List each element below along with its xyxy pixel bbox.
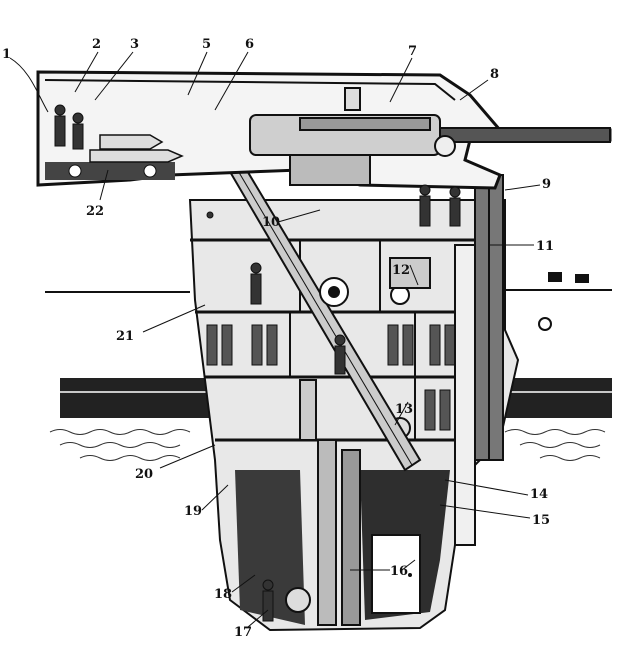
callout-22: 22 [86,204,104,219]
callout-6: 6 [245,37,254,52]
callout-21: 21 [116,329,134,344]
callout-15: 15 [532,513,550,528]
callout-3: 3 [130,37,139,52]
ship-hull [45,272,612,418]
barbette [188,199,520,632]
leader-lines [9,51,541,628]
water-surface [49,429,606,461]
callout-20: 20 [135,467,153,482]
crew-figures [54,104,461,622]
callout-1: 1 [2,47,11,62]
callout-16: 16 [390,564,408,579]
callout-9: 9 [542,177,551,192]
callout-12: 12 [392,263,410,278]
armored-column [454,174,504,546]
callout-2: 2 [92,37,101,52]
callout-19: 19 [184,504,202,519]
callout-10: 10 [262,215,280,230]
callout-13: 13 [395,402,413,417]
callout-11: 11 [536,239,554,254]
callout-17: 17 [234,625,252,640]
callout-14: 14 [530,487,548,502]
shell-racks [206,324,456,431]
callout-5: 5 [202,37,211,52]
gun-barrel [249,87,611,186]
machinery [319,257,431,307]
callout-labels: 1 2 3 5 6 7 8 9 10 11 12 13 14 15 16 17 … [2,37,554,640]
callout-7: 7 [408,44,417,59]
access-door [371,534,421,614]
callout-8: 8 [490,67,499,82]
shells-on-tray [89,134,184,163]
callout-18: 18 [214,587,232,602]
